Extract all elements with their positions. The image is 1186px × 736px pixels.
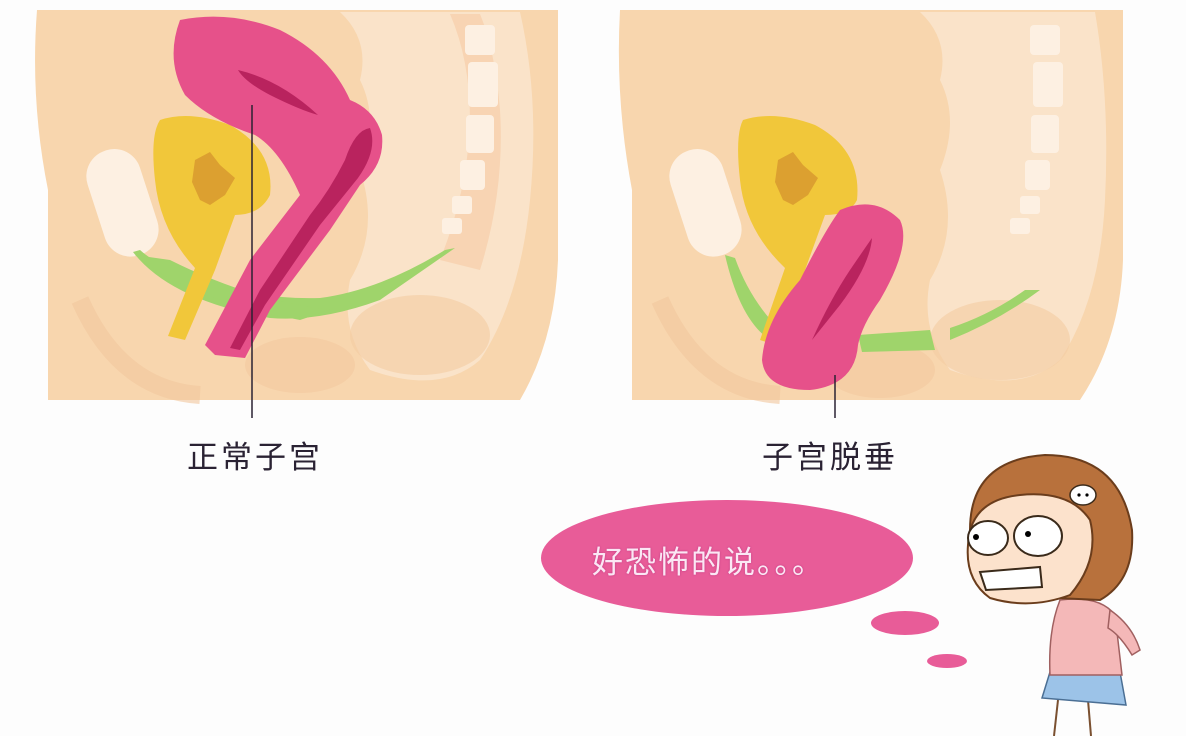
thought-bubble	[541, 500, 967, 668]
normal-uterus-label: 正常子宫	[187, 440, 323, 476]
normal-uterus-illustration	[35, 10, 559, 418]
prolapse-label: 子宫脱垂	[762, 440, 898, 476]
scared-girl-cartoon	[966, 453, 1141, 736]
bubble-text: 好恐怖的说。。。	[592, 545, 825, 581]
prolapsed-uterus-illustration	[618, 10, 1123, 418]
